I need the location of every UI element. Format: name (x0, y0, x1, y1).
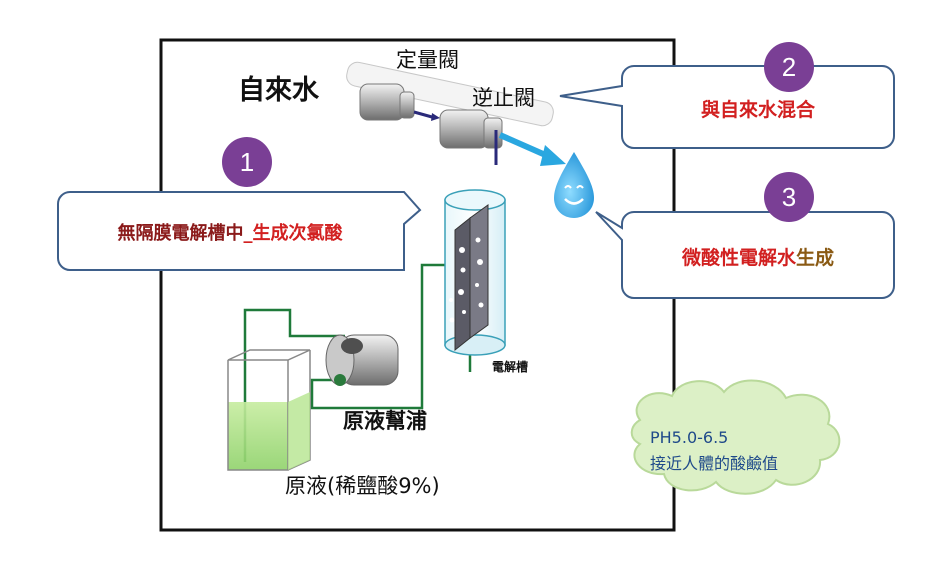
inlet-pipe (346, 61, 554, 127)
callout-1-part-2: _生成次氯酸 (243, 223, 343, 244)
flow-arrow (498, 132, 566, 166)
callout-text-3: 微酸性電解水生成 (622, 216, 894, 296)
step-badge-2: 2 (764, 42, 814, 92)
callout-2-text: 與自來水混合 (700, 98, 815, 121)
callout-box-3 (595, 211, 895, 299)
callout-box-2 (559, 65, 895, 149)
raw-solution-container (227, 349, 311, 471)
callout-box-1 (57, 191, 422, 271)
check-valve-label: 逆止閥 (472, 86, 535, 110)
step-badge-3: 3 (764, 172, 814, 222)
raw-solution-label: 原液(稀鹽酸9%) (285, 474, 440, 498)
callout-3-part-2: 生成 (796, 246, 835, 269)
water-droplet (554, 152, 594, 218)
electrolysis-tank (444, 189, 506, 356)
callout-text-1: 無隔膜電解槽中_生成次氯酸 (60, 196, 400, 268)
check-valve-body (439, 109, 503, 165)
electrolysis-tank-label: 電解槽 (492, 360, 529, 374)
step-badge-1: 1 (222, 137, 272, 187)
metering-valve-body (359, 83, 440, 121)
ph-range-text: PH5.0-6.5 (650, 428, 729, 447)
tap-water-label: 自來水 (238, 75, 319, 106)
pump (325, 334, 399, 386)
callout-1-part-1: 無隔膜電解槽中 (117, 223, 244, 244)
callout-text-2: 與自來水混合 (622, 70, 894, 146)
pump-label: 原液幫浦 (343, 409, 427, 433)
ph-cloud (630, 379, 841, 495)
ph-description-text: 接近人體的酸鹼值 (650, 454, 779, 473)
metering-valve-label: 定量閥 (396, 48, 459, 72)
callout-3-part-1: 微酸性電解水 (681, 246, 796, 269)
